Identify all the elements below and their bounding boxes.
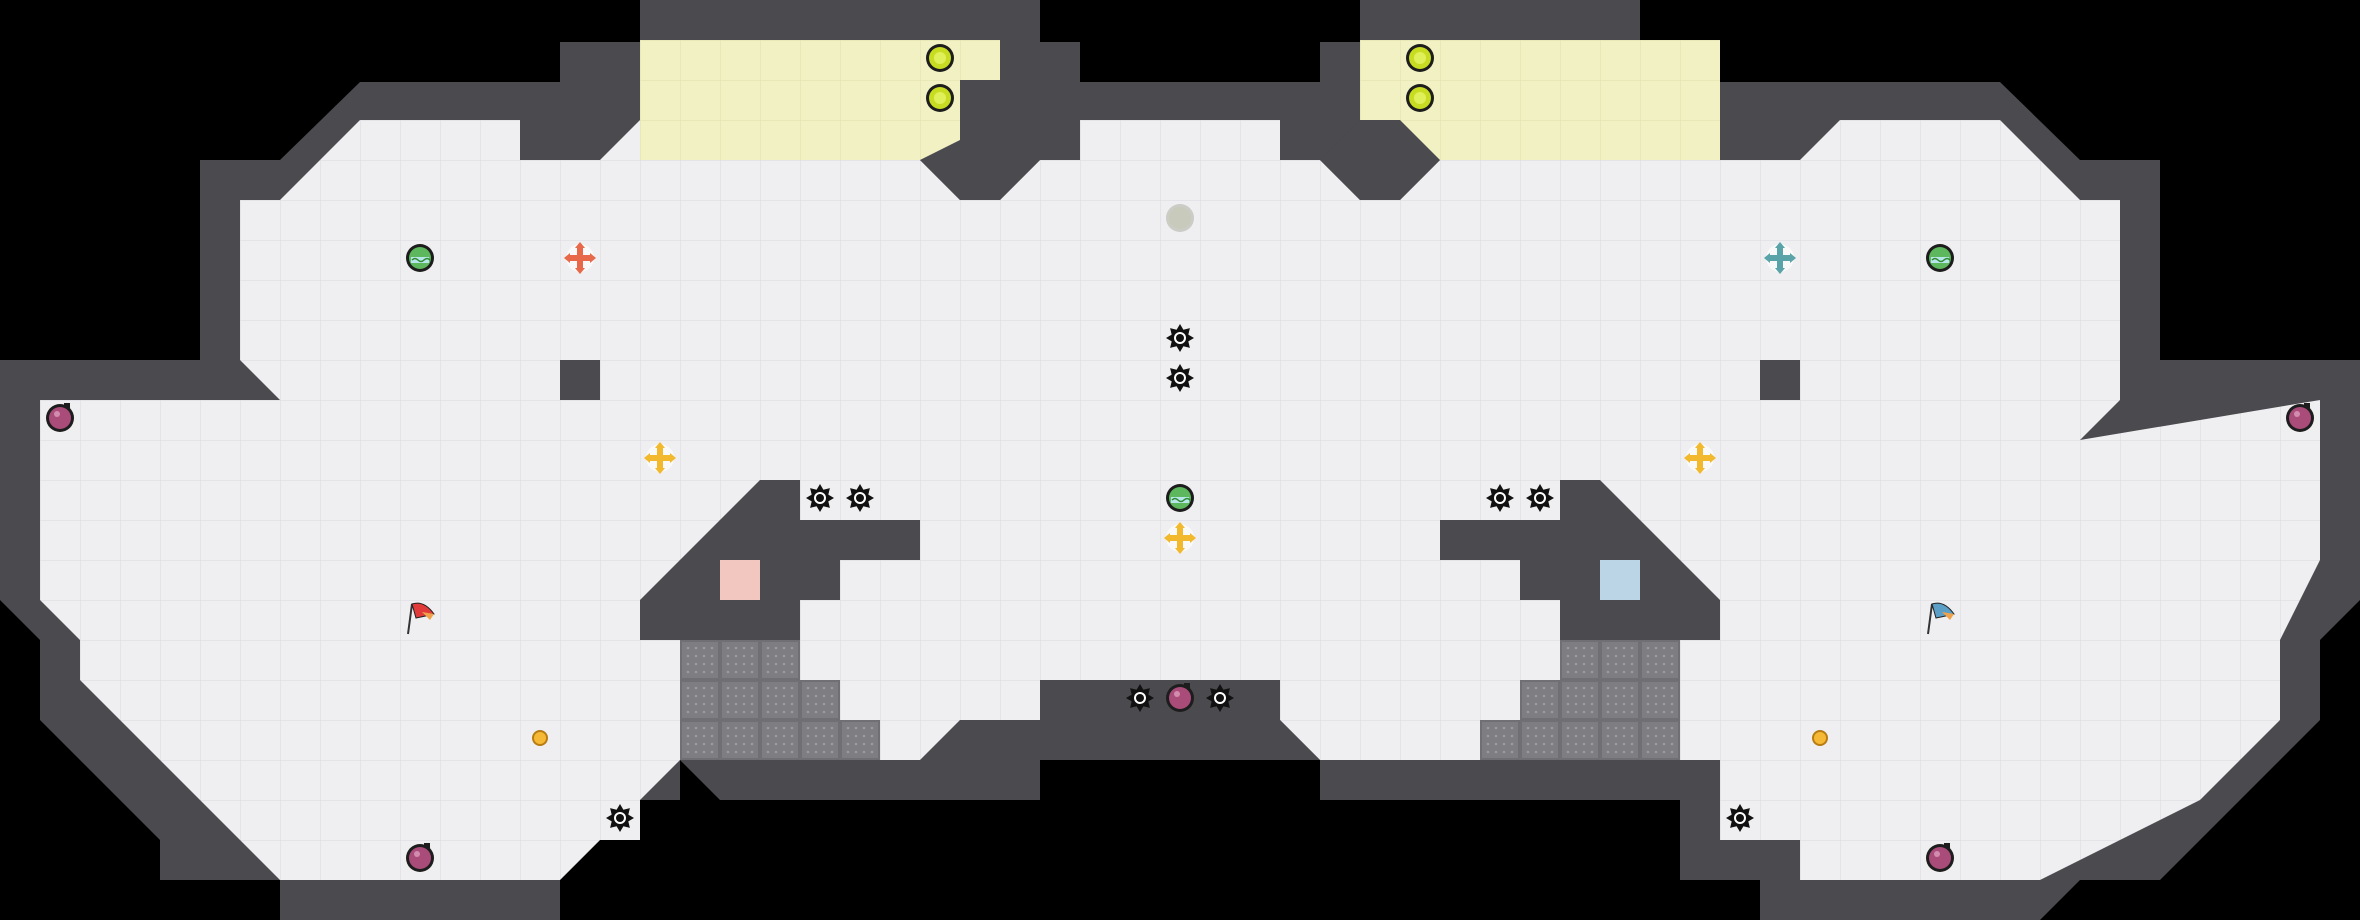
wall-block bbox=[920, 120, 1040, 200]
portal-icon bbox=[532, 730, 548, 746]
spike-icon bbox=[846, 484, 874, 512]
boost-pad-icon bbox=[926, 84, 954, 112]
spike-icon bbox=[1166, 364, 1194, 392]
spike-icon bbox=[806, 484, 834, 512]
team-flag-icon bbox=[1927, 602, 1955, 635]
blue-team-boost-icon bbox=[1764, 242, 1796, 274]
spike-icon bbox=[606, 804, 634, 832]
blue-team-tile bbox=[1600, 560, 1640, 600]
red-bomb-icon bbox=[2286, 403, 2314, 432]
team-flag-icon bbox=[407, 602, 435, 635]
spike-icon bbox=[1526, 484, 1554, 512]
wall-block bbox=[1440, 480, 1720, 640]
boost-pad-icon bbox=[926, 44, 954, 72]
yellow-boost-icon bbox=[644, 442, 676, 474]
red-bomb-icon bbox=[1166, 683, 1194, 712]
yellow-boost-icon bbox=[1684, 442, 1716, 474]
yellow-boost-icon bbox=[1164, 522, 1196, 554]
wall-block bbox=[1760, 360, 1800, 400]
boost-pad-icon bbox=[1406, 84, 1434, 112]
spike-icon bbox=[1486, 484, 1514, 512]
spike-icon bbox=[1126, 684, 1154, 712]
jukejuice-powerup-icon bbox=[406, 244, 434, 272]
jukejuice-powerup-icon bbox=[1166, 484, 1194, 512]
portal-icon bbox=[1812, 730, 1828, 746]
wall-block bbox=[640, 480, 920, 640]
gate-grate bbox=[680, 640, 800, 680]
wall-block bbox=[1040, 680, 1320, 760]
boost-pad-icon bbox=[1406, 44, 1434, 72]
wall-block bbox=[560, 360, 600, 400]
red-bomb-icon bbox=[1926, 843, 1954, 872]
spike-icon bbox=[1206, 684, 1234, 712]
jukejuice-powerup-icon bbox=[1926, 244, 1954, 272]
red-team-tile bbox=[720, 560, 760, 600]
red-bomb-icon bbox=[46, 403, 74, 432]
inactive-powerup-icon bbox=[1166, 204, 1194, 232]
red-bomb-icon bbox=[406, 843, 434, 872]
red-team-boost-icon bbox=[564, 242, 596, 274]
spike-icon bbox=[1166, 324, 1194, 352]
spike-icon bbox=[1726, 804, 1754, 832]
gate-grate bbox=[1560, 640, 1680, 680]
wall-block bbox=[1320, 120, 1440, 200]
